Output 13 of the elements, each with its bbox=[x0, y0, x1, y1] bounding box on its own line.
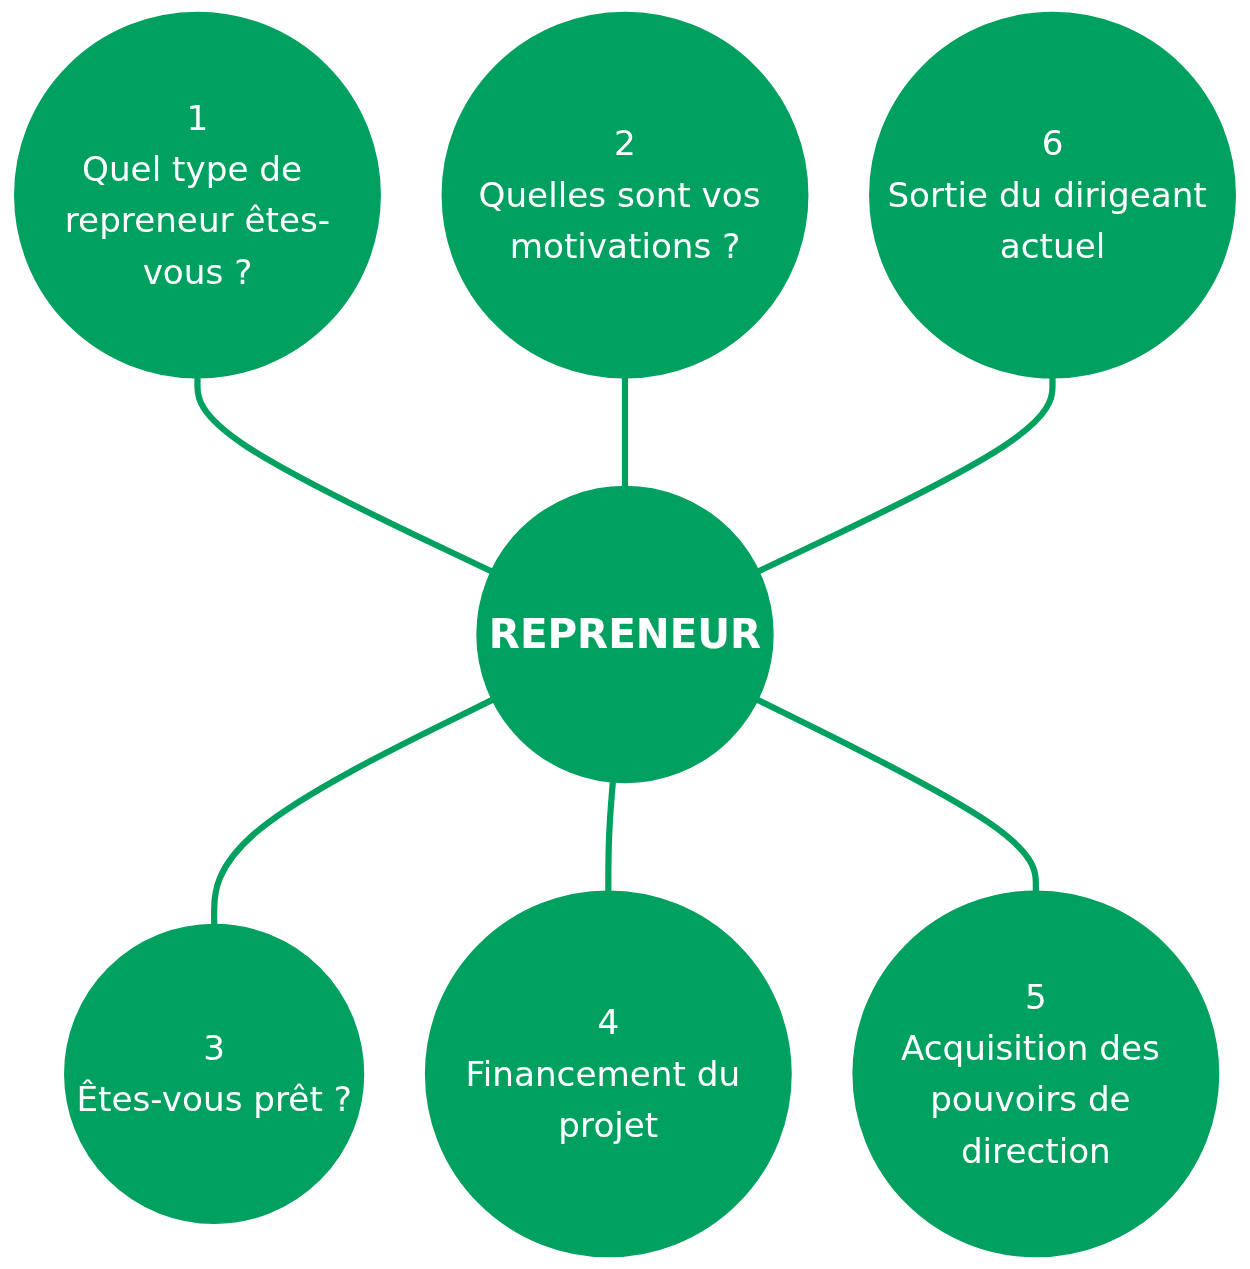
connector bbox=[756, 697, 1039, 892]
node-circle: 2 Quelles sont vos motivations ? bbox=[441, 11, 809, 379]
node-circle: 5 Acquisition des pouvoirs de direction bbox=[852, 890, 1220, 1258]
connector bbox=[194, 377, 493, 575]
node-circle: 6 Sortie du dirigeant actuel bbox=[869, 11, 1236, 379]
node-circle: 4 Financement du projet bbox=[424, 890, 792, 1258]
connector bbox=[211, 697, 494, 925]
connector bbox=[621, 377, 629, 487]
node-circle: 3 Êtes-vous prêt ? bbox=[64, 923, 365, 1224]
node-circle: REPRENEUR bbox=[476, 485, 774, 784]
node-circle: 1 Quel type de repreneur êtes-vous ? bbox=[14, 11, 381, 379]
connector bbox=[757, 377, 1056, 575]
connector bbox=[605, 781, 616, 892]
